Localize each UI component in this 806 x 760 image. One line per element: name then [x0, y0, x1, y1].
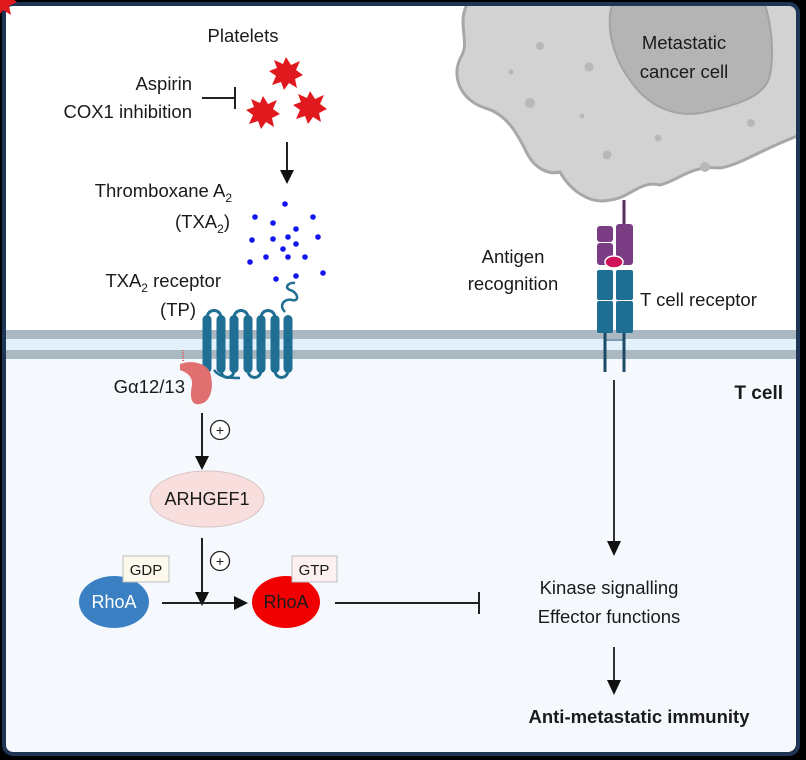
txa2-dot: [270, 220, 276, 226]
rhoa-gtp-node: [252, 576, 320, 628]
platelets-icon: [0, 0, 17, 15]
txa2-dot: [280, 246, 286, 252]
arrow-kinase-to-immunity: [607, 647, 621, 695]
receptor-helix: [243, 315, 253, 373]
tp-receptor-icon: [202, 281, 299, 380]
cancer-cell-label-line2: cancer cell: [640, 61, 728, 82]
galpha-label: Gα12/13: [114, 376, 185, 397]
galpha-icon: [180, 350, 212, 405]
cell-membrane: [5, 330, 796, 359]
txa2-dot: [293, 241, 299, 247]
txa2-molecules: [247, 201, 326, 282]
txa2-dot: [315, 234, 321, 240]
txa2-dot: [302, 254, 308, 260]
inhibition-bar-rhoa: [335, 592, 480, 614]
tcr-label: T cell receptor: [640, 289, 757, 310]
receptor-helix: [270, 315, 280, 373]
aspirin-label: Aspirin: [135, 73, 192, 94]
cox1-inhibition-label: COX1 inhibition: [63, 101, 192, 122]
receptor-helix: [216, 315, 226, 373]
plus-icon: +: [209, 550, 231, 572]
txa2-dot: [285, 234, 291, 240]
tp-receptor-label: TXA2 receptor: [105, 270, 221, 295]
arrow-galpha-to-arhgef1: [195, 413, 209, 470]
txa2-dot: [249, 237, 255, 243]
receptor-loop: [246, 369, 263, 379]
arrow-platelets-to-txa2: [280, 142, 294, 184]
txa2-abbrev-label: (TXA2): [175, 211, 230, 236]
gtp-label: GTP: [299, 562, 330, 579]
txa2-dot: [270, 236, 276, 242]
rhoa-gdp-node: [79, 576, 149, 628]
txa2-dot: [320, 270, 326, 276]
txa2-dot: [247, 259, 253, 265]
cancer-cell: [455, 5, 796, 203]
receptor-helix: [202, 315, 212, 373]
receptor-helix: [229, 315, 239, 373]
txa2-dot: [252, 214, 258, 220]
gdp-badge: [122, 555, 170, 583]
txa2-dot: [273, 276, 279, 282]
svg-text:+: +: [216, 553, 224, 569]
rhoa-gdp-label: RhoA: [91, 592, 136, 612]
receptor-loop: [232, 309, 250, 319]
receptor-helix: [256, 315, 266, 373]
platelets-label: Platelets: [208, 25, 279, 46]
anti-metastatic-immunity-label: Anti-metastatic immunity: [528, 706, 750, 727]
kinase-signalling-label: Kinase signalling: [540, 577, 679, 598]
inhibition-bar-aspirin: [202, 87, 236, 109]
txa2-dot: [293, 226, 299, 232]
intracellular-region: [5, 335, 796, 752]
txa2-dot: [310, 214, 316, 220]
svg-text:+: +: [216, 422, 224, 438]
receptor-helix: [283, 315, 293, 373]
plus-icon: +: [209, 419, 231, 441]
gtp-badge: [291, 555, 338, 583]
t-cell-receptor-icon: [597, 200, 633, 372]
receptor-loop: [205, 309, 223, 319]
thromboxane-label: Thromboxane A2: [95, 180, 233, 205]
txa2-dot: [293, 273, 299, 279]
antigen-label-line1: Antigen: [482, 246, 545, 267]
rhoa-gtp-label: RhoA: [263, 592, 308, 612]
arrow-arhgef1-to-rhoa: [195, 538, 209, 606]
arrow-rhoa-activation: [162, 596, 248, 610]
antigen-label-line2: recognition: [468, 273, 559, 294]
cancer-cell-label-line1: Metastatic: [642, 32, 726, 53]
arrow-tcr-to-kinase: [607, 380, 621, 556]
txa2-dot: [282, 201, 288, 207]
txa2-dot: [285, 254, 291, 260]
tp-abbrev-label: (TP): [160, 299, 196, 320]
receptor-loop: [273, 369, 290, 379]
effector-functions-label: Effector functions: [538, 606, 681, 627]
receptor-loop: [259, 309, 277, 319]
t-cell-label: T cell: [734, 383, 783, 404]
arhgef1-label: ARHGEF1: [164, 489, 249, 509]
arhgef1-node: [149, 470, 265, 528]
gdp-label: GDP: [130, 562, 163, 579]
txa2-dot: [263, 254, 269, 260]
